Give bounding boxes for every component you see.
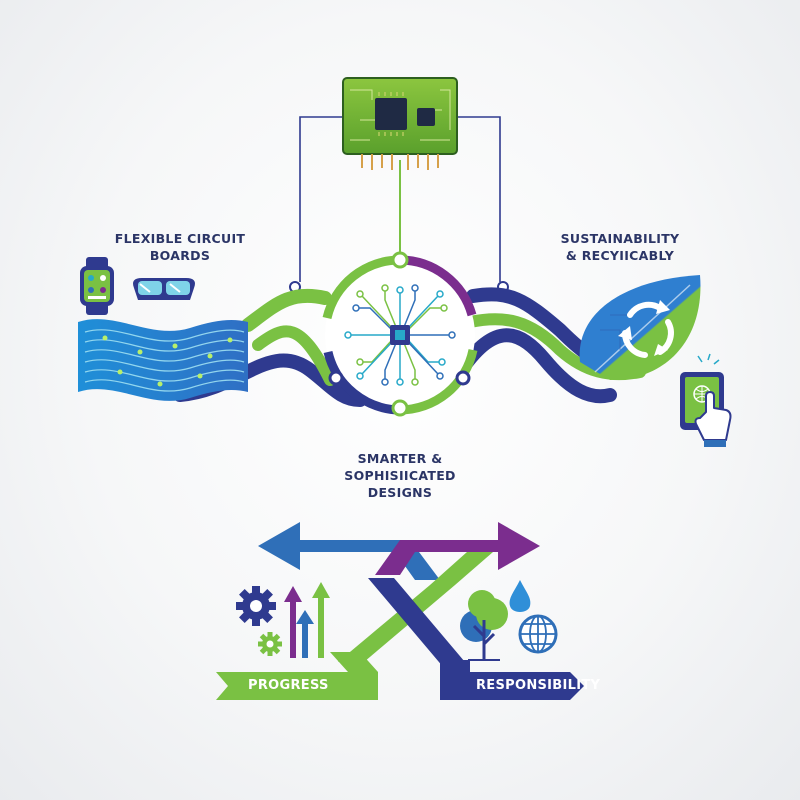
smartwatch-icon bbox=[80, 257, 114, 315]
crossing-arrows bbox=[216, 522, 584, 700]
water-drop-icon bbox=[509, 580, 531, 612]
sustainability-label-line2: & RECYIICABLY bbox=[565, 248, 675, 263]
growth-arrows-icon bbox=[284, 582, 330, 658]
tree-icon bbox=[460, 590, 508, 661]
flexible-circuit-label: FLEXIBLE CIRCUIT BOARDS bbox=[110, 230, 250, 264]
progress-banner-text: PROGRESS bbox=[248, 678, 329, 693]
sustainability-label-line1: SUSTAINABILITY bbox=[560, 231, 680, 246]
recycle-leaf-icon bbox=[579, 275, 701, 380]
flexible-label-line1: FLEXIBLE CIRCUIT bbox=[114, 231, 246, 246]
globe-icon bbox=[518, 614, 558, 654]
responsibility-banner-text: RESPONSIBILITY bbox=[476, 678, 601, 693]
sustainability-label: SUSTAINABILITY & RECYIICABLY bbox=[560, 230, 680, 264]
circuit-board-icon bbox=[342, 77, 458, 170]
gear-icon bbox=[236, 586, 282, 656]
flexible-circuit-icon bbox=[78, 319, 248, 401]
vr-goggles-icon bbox=[133, 278, 195, 300]
smarter-designs-label: SMARTER & SOPHISIICATED DESIGNS bbox=[300, 450, 500, 501]
flexible-label-line2: BOARDS bbox=[149, 248, 211, 263]
connector-lines bbox=[289, 116, 509, 293]
smarter-label-line1: SMARTER & SOPHISIICATED bbox=[344, 451, 456, 483]
smarter-label-line2: DESIGNS bbox=[367, 485, 433, 500]
tablet-touch-icon bbox=[680, 353, 732, 447]
chip-icon bbox=[344, 284, 456, 386]
